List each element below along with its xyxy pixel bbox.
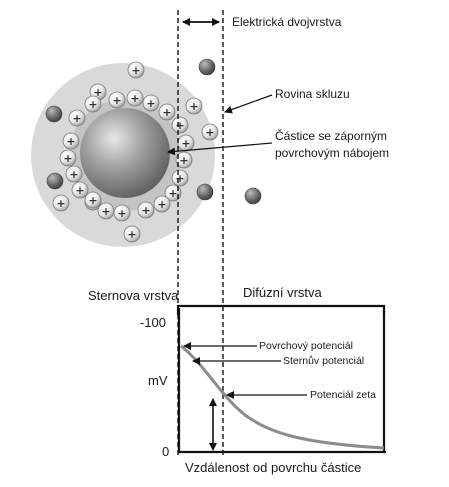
cation-plus-sign: + xyxy=(141,204,150,217)
cation-plus-sign: + xyxy=(189,100,198,113)
cation-plus-sign: + xyxy=(181,137,190,150)
anion-ion xyxy=(196,183,214,201)
stern-potential-label: Sternův potenciál xyxy=(283,355,364,367)
cation-ion xyxy=(62,132,80,150)
cation-plus-sign: + xyxy=(175,172,184,185)
cation-plus-sign: + xyxy=(117,207,126,220)
cation-plus-sign: + xyxy=(112,94,121,107)
cation-ion xyxy=(175,151,193,169)
cation-ion xyxy=(52,194,70,212)
cation-ion xyxy=(171,169,189,187)
cation-ion xyxy=(171,116,189,134)
ions-group: +++++++++++++++++++++++++++ xyxy=(45,58,262,243)
cation-ion xyxy=(84,95,102,113)
stern-layer-label: Sternova vrstva xyxy=(88,288,179,303)
cation-plus-sign: + xyxy=(75,184,84,197)
cation-plus-sign: + xyxy=(72,112,81,125)
cation-plus-sign: + xyxy=(88,194,97,207)
double-layer-label: Elektrická dvojvrstva xyxy=(232,15,342,29)
anion-ion xyxy=(45,105,63,123)
cation-ion xyxy=(158,103,176,121)
cation-plus-sign: + xyxy=(56,197,65,210)
cation-plus-sign: + xyxy=(162,106,171,119)
cation-ion xyxy=(185,97,203,115)
cation-ion xyxy=(71,181,89,199)
cation-ion xyxy=(201,123,219,141)
cation-ion xyxy=(108,91,126,109)
cation-plus-sign: + xyxy=(88,98,97,111)
cation-ion xyxy=(164,184,182,202)
potential-curve xyxy=(180,344,385,450)
zeta-potential-label: Potenciál zeta xyxy=(310,389,376,401)
cation-plus-sign: + xyxy=(175,119,184,132)
cation-plus-sign: + xyxy=(101,205,110,218)
x-axis-label: Vzdálenost od povrchu částice xyxy=(185,460,361,475)
cation-ion xyxy=(84,191,102,209)
cation-plus-sign: + xyxy=(205,126,214,139)
cation-plus-sign: + xyxy=(157,198,166,211)
cation-ion xyxy=(113,204,131,222)
diffuse-layer-bracket xyxy=(176,304,386,315)
cation-ion xyxy=(68,109,86,127)
cation-ion xyxy=(142,94,160,112)
cation-ion xyxy=(153,195,171,213)
anion-ion xyxy=(244,187,262,205)
cation-plus-sign: + xyxy=(127,228,136,241)
slipping-plane-label: Rovina skluzu xyxy=(275,87,350,101)
cation-ion xyxy=(65,165,83,183)
anion-ion xyxy=(46,172,64,190)
slipping-plane-pointer xyxy=(224,94,273,114)
particle-pointer xyxy=(167,142,273,156)
cation-ion xyxy=(137,201,155,219)
cation-ion xyxy=(127,61,145,79)
y-axis-top-label: -100 xyxy=(140,315,166,330)
particle-core xyxy=(80,108,170,198)
cation-ion xyxy=(126,89,144,107)
cation-plus-sign: + xyxy=(131,64,140,77)
cation-ion xyxy=(123,225,141,243)
y-axis-unit-label: mV xyxy=(148,373,168,388)
cation-plus-sign: + xyxy=(66,135,75,148)
cation-plus-sign: + xyxy=(69,168,78,181)
cation-plus-sign: + xyxy=(179,154,188,167)
anion-ion xyxy=(198,58,216,76)
diffuse-layer-label: Difúzní vrstva xyxy=(243,285,323,300)
cation-plus-sign: + xyxy=(63,152,72,165)
cation-plus-sign: + xyxy=(93,86,102,99)
y-axis-zero-label: 0 xyxy=(162,444,169,459)
cation-plus-sign: + xyxy=(130,92,139,105)
surface-potential-label: Povrchový potenciál xyxy=(259,340,353,352)
particle-label-line1: Částice se záporným xyxy=(275,128,387,143)
particle-label-line2: povrchovým nábojem xyxy=(275,146,389,160)
cation-ion xyxy=(59,149,77,167)
cation-plus-sign: + xyxy=(168,187,177,200)
cation-plus-sign: + xyxy=(146,97,155,110)
